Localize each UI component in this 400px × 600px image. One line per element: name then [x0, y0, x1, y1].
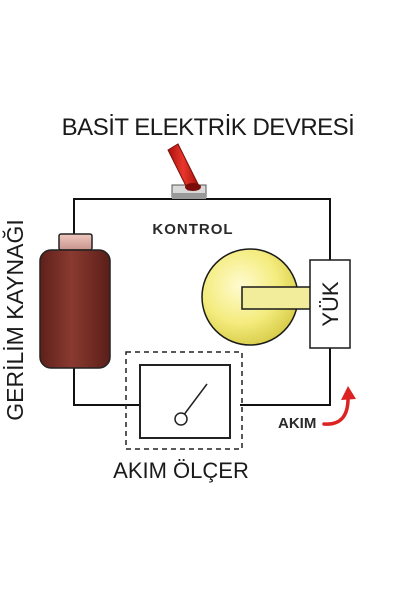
- battery-icon: [39, 233, 111, 369]
- current-label: AKIM: [278, 415, 316, 432]
- meter-needle: [182, 383, 208, 417]
- source-label: GERİLİM KAYNAĞI: [2, 219, 28, 421]
- meter-dashed-frame: [125, 351, 243, 450]
- load-label: YÜK: [318, 281, 343, 327]
- wire-right-bottom: [240, 348, 331, 406]
- meter-pivot: [174, 412, 188, 426]
- battery-body: [39, 249, 111, 369]
- curved-arrow-icon: [322, 386, 356, 426]
- light-bulb-icon: [201, 248, 323, 346]
- diagram-title: BASİT ELEKTRİK DEVRESİ: [62, 114, 355, 141]
- toggle-switch-icon: [167, 143, 207, 199]
- battery-terminal: [58, 233, 93, 251]
- meter-face: [139, 364, 231, 439]
- wire-left-bottom: [73, 368, 140, 406]
- switch-label: KONTROL: [152, 221, 233, 238]
- meter-label: AKIM ÖLÇER: [113, 458, 249, 483]
- ammeter-icon: [125, 351, 243, 450]
- load-box: [309, 259, 351, 349]
